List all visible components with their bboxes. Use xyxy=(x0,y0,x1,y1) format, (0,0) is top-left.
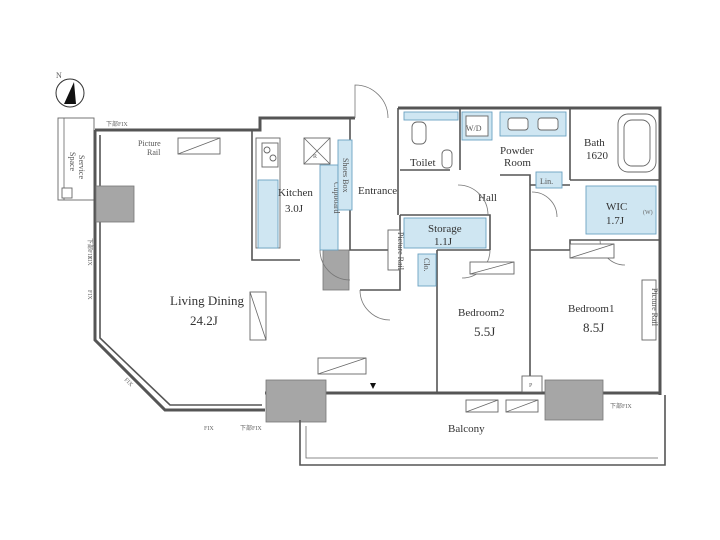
service-space: Service Space xyxy=(57,117,95,201)
toilet: Toilet xyxy=(403,111,459,169)
bedroom2: Bedroom2 5.5J xyxy=(458,261,515,339)
fix-label: FIX xyxy=(86,256,92,266)
bedroom2-name: Bedroom2 xyxy=(458,307,504,319)
closet-label: Clo. xyxy=(422,258,431,272)
linen-label: Lin. xyxy=(540,177,553,186)
balcony: Balcony xyxy=(299,395,666,466)
living-dining: Living Dining 24.2J xyxy=(170,249,391,389)
p-label: P xyxy=(529,383,533,389)
kitchen: R Kitchen 3.0J Cupboard xyxy=(255,137,341,251)
wic-size: 1.7J xyxy=(606,215,625,227)
living-dining-size: 24.2J xyxy=(190,313,218,328)
cupboard-label: Cupboard xyxy=(332,182,341,214)
fix-label: 下部FIX xyxy=(86,238,94,260)
bedroom1-size: 8.5J xyxy=(583,320,604,335)
north-arrow-icon: N xyxy=(55,71,85,108)
door-arc xyxy=(457,184,489,216)
column xyxy=(95,185,135,223)
bedroom1: Bedroom1 8.5J Picture Rail xyxy=(568,243,659,341)
toilet-name: Toilet xyxy=(410,157,436,169)
powder-label: Powder xyxy=(500,145,534,157)
kitchen-name: Kitchen xyxy=(278,187,313,199)
storage: Storage 1.1J xyxy=(403,217,487,249)
window-label: (W) xyxy=(643,209,653,216)
bedroom1-name: Bedroom1 xyxy=(568,303,614,315)
shoes-box-label: Shoes Box xyxy=(341,158,350,192)
living-dining-name: Living Dining xyxy=(170,293,245,308)
rail-label: Rail xyxy=(147,148,161,157)
fix-label: FIX xyxy=(204,426,214,432)
powder-room: W/D Powder Room Lin. xyxy=(461,111,567,189)
fix-label: 下部FIX xyxy=(610,402,632,410)
bedroom2-size: 5.5J xyxy=(474,324,495,339)
closet: Clo. xyxy=(417,249,491,287)
picture-rail-2-label: Picture Rail xyxy=(396,232,405,271)
storage-name: Storage xyxy=(428,223,462,235)
room-label: Room xyxy=(504,157,531,169)
fix-label: 下部FIX xyxy=(106,120,128,128)
picture-rail-living: Picture Rail xyxy=(138,137,221,157)
refrigerator-label: R xyxy=(313,154,317,160)
fix-label: 下部FIX xyxy=(240,424,262,432)
washer-dryer-label: W/D xyxy=(466,124,482,133)
bath-size: 1620 xyxy=(586,150,609,162)
entrance-name: Entrance xyxy=(358,185,397,197)
fix-label: FIX xyxy=(123,377,135,389)
column xyxy=(322,249,350,291)
bath: Bath 1620 xyxy=(584,113,657,173)
door-arc xyxy=(531,191,558,218)
hall-name: Hall xyxy=(478,192,497,204)
balcony-name: Balcony xyxy=(448,423,485,435)
north-label: N xyxy=(56,71,62,80)
column xyxy=(544,379,604,421)
column xyxy=(265,379,327,423)
entrance: Shoes Box Entrance xyxy=(337,84,397,211)
space-label: Space xyxy=(68,152,77,172)
service-label: Service xyxy=(77,155,86,179)
storage-size: 1.1J xyxy=(434,236,453,248)
fix-label: FIX xyxy=(86,290,92,300)
picture-rail-label: Picture xyxy=(138,139,161,148)
picture-rail-3-label: Picture Rail xyxy=(650,288,659,327)
picture-rail-hall: Picture Rail xyxy=(387,229,405,271)
meter-box xyxy=(521,375,543,393)
bath-name: Bath xyxy=(584,137,605,149)
wic-name: WIC xyxy=(606,201,627,213)
kitchen-size: 3.0J xyxy=(285,203,304,215)
